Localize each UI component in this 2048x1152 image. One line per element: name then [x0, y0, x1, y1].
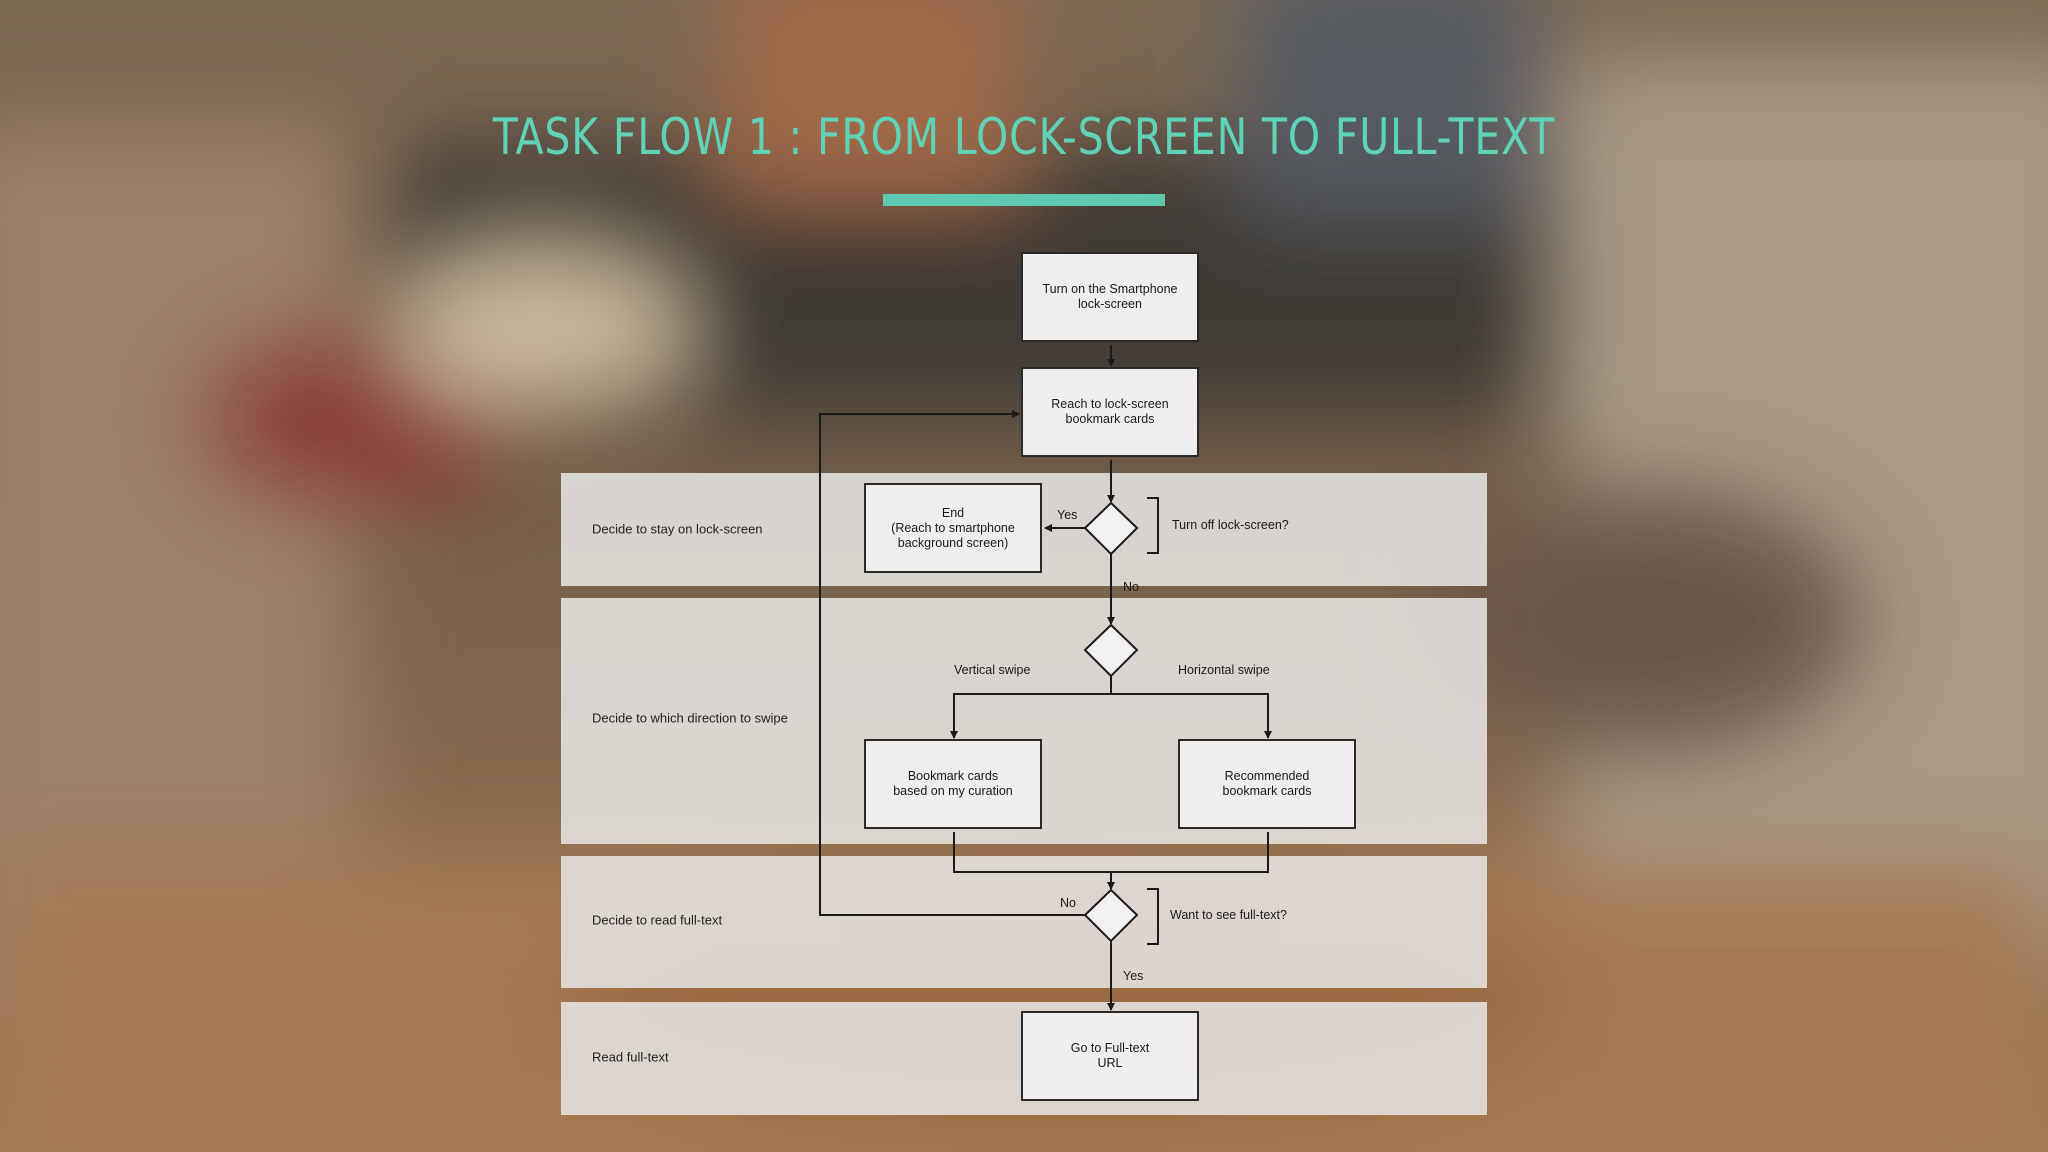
- edge-horizontal-swipe: [1111, 693, 1272, 739]
- annotation-turn-off: Turn off lock-screen?: [1172, 518, 1289, 532]
- edge-label-no: No: [1123, 580, 1139, 594]
- bracket-turn-off: [1147, 497, 1159, 554]
- edge-label-horizontal-swipe: Horizontal swipe: [1178, 663, 1270, 677]
- lane-label: Decide to which direction to swipe: [592, 710, 788, 726]
- decision-diamond-turn-off: [1083, 501, 1139, 556]
- edge-label-no-loop: No: [1060, 896, 1076, 910]
- node-end: End (Reach to smartphone background scre…: [864, 483, 1042, 573]
- node-reach-cards: Reach to lock-screen bookmark cards: [1021, 367, 1199, 457]
- lane-read-full-text-decision: Decide to read full-text: [561, 856, 1487, 988]
- title-underline: [883, 194, 1165, 206]
- edge-curation-merge: [953, 832, 1269, 873]
- node-bookmark-curation: Bookmark cards based on my curation: [864, 739, 1042, 829]
- edge-label-vertical-swipe: Vertical swipe: [954, 663, 1031, 677]
- edge-label-yes: Yes: [1057, 508, 1078, 522]
- node-full-text: Go to Full-text URL: [1021, 1011, 1199, 1101]
- annotation-want-full: Want to see full-text?: [1170, 908, 1287, 922]
- edge-vertical-swipe: [950, 676, 1112, 739]
- lane-label: Decide to stay on lock-screen: [592, 521, 763, 537]
- lane-label: Decide to read full-text: [592, 912, 723, 928]
- node-recommended: Recommended bookmark cards: [1178, 739, 1356, 829]
- decision-diamond-full-text: [1083, 888, 1139, 943]
- bracket-want-full: [1147, 888, 1159, 945]
- page-title: TASK FLOW 1 : FROM LOCK-SCREEN TO FULL-T…: [492, 108, 1556, 166]
- lane-label: Read full-text: [592, 1049, 669, 1065]
- edge-label-yes-full: Yes: [1123, 969, 1144, 983]
- node-start: Turn on the Smartphone lock-screen: [1021, 252, 1199, 342]
- decision-diamond-swipe: [1083, 623, 1139, 678]
- edge-decision3-no-loop: [819, 410, 1085, 916]
